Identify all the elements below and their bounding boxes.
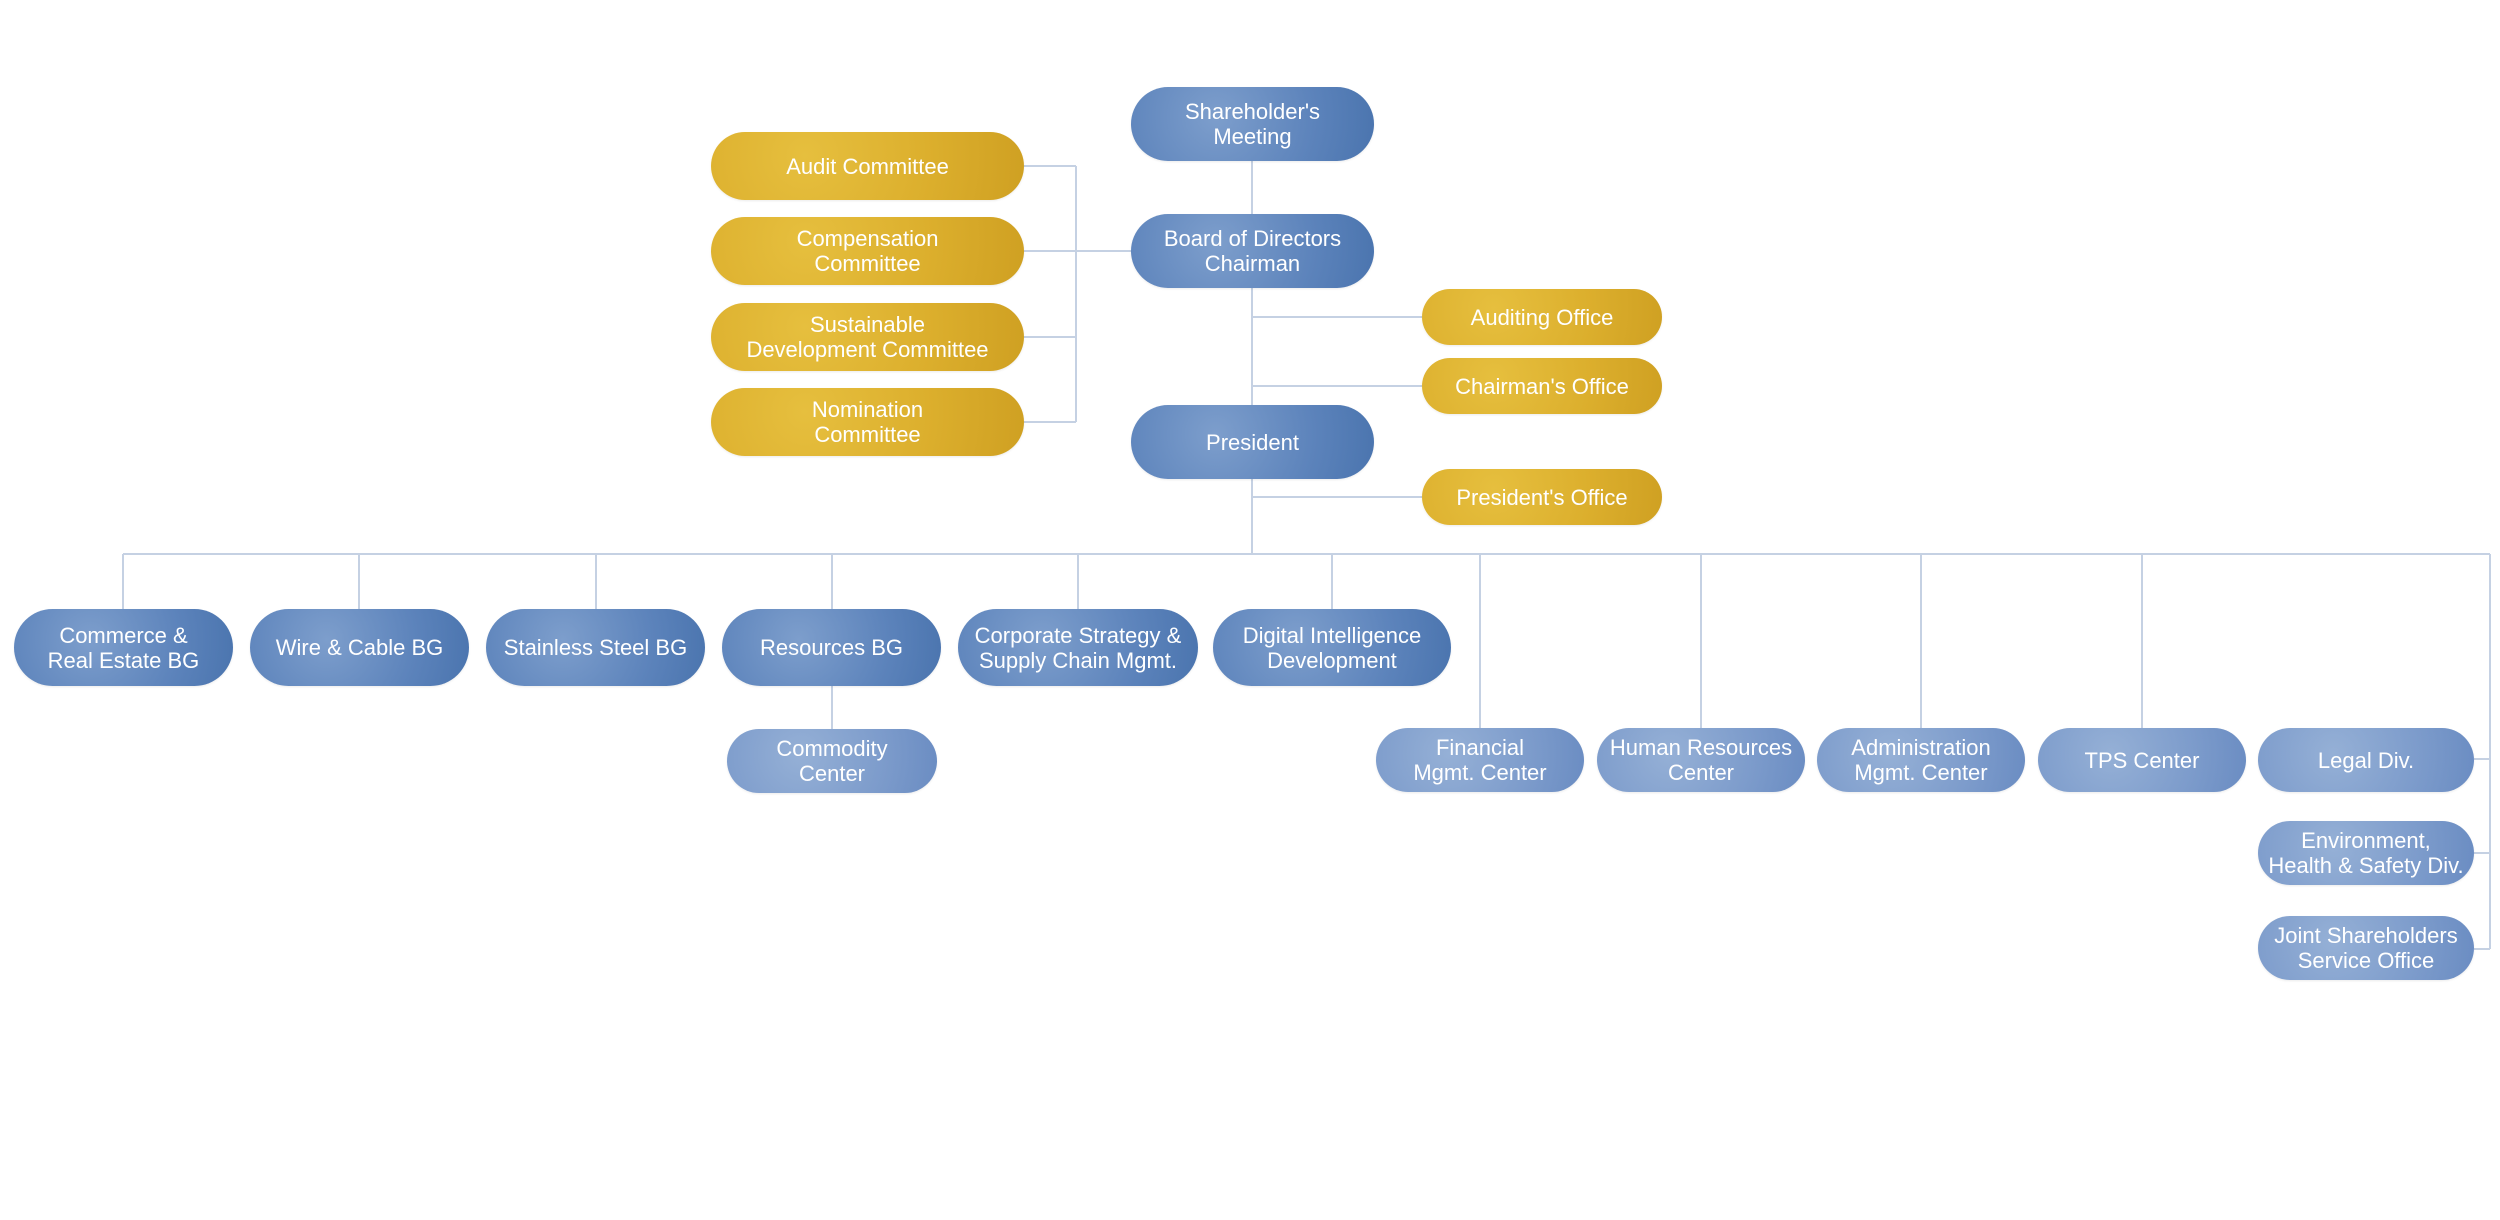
auditing-office-node: Auditing Office (1422, 289, 1662, 345)
environment-health-safety-div-node: Environment, Health & Safety Div. (2258, 821, 2474, 885)
nomination-committee-node: Nomination Committee (711, 388, 1024, 456)
resources-bg-node: Resources BG (722, 609, 941, 686)
stainless-steel-bg-node: Stainless Steel BG (486, 609, 705, 686)
board-chairman-node: Board of Directors Chairman (1131, 214, 1374, 288)
audit-committee-node: Audit Committee (711, 132, 1024, 200)
sustainable-development-committee-node: Sustainable Development Committee (711, 303, 1024, 371)
financial-mgmt-center-node: Financial Mgmt. Center (1376, 728, 1584, 792)
legal-div-node: Legal Div. (2258, 728, 2474, 792)
chairmans-office-node: Chairman's Office (1422, 358, 1662, 414)
corporate-strategy-supply-chain-node: Corporate Strategy & Supply Chain Mgmt. (958, 609, 1198, 686)
tps-center-node: TPS Center (2038, 728, 2246, 792)
digital-intelligence-development-node: Digital Intelligence Development (1213, 609, 1451, 686)
human-resources-center-node: Human Resources Center (1597, 728, 1805, 792)
commodity-center-node: Commodity Center (727, 729, 937, 793)
administration-mgmt-center-node: Administration Mgmt. Center (1817, 728, 2025, 792)
president-node: President (1131, 405, 1374, 479)
shareholders-meeting-node: Shareholder's Meeting (1131, 87, 1374, 161)
commerce-real-estate-bg-node: Commerce & Real Estate BG (14, 609, 233, 686)
compensation-committee-node: Compensation Committee (711, 217, 1024, 285)
presidents-office-node: President's Office (1422, 469, 1662, 525)
wire-cable-bg-node: Wire & Cable BG (250, 609, 469, 686)
joint-shareholders-service-office-node: Joint Shareholders Service Office (2258, 916, 2474, 980)
